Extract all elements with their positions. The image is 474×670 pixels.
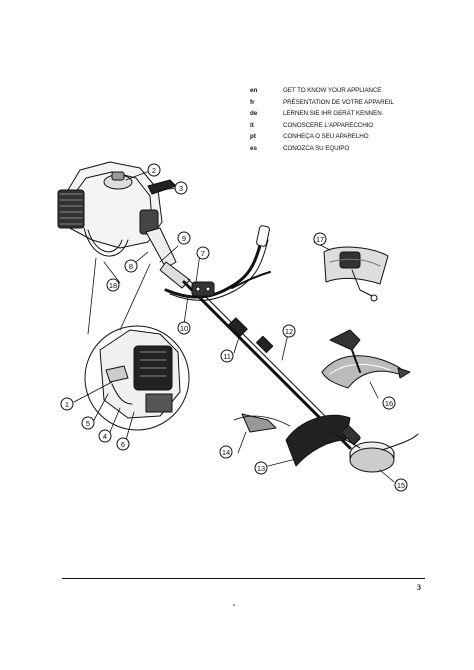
language-code: en bbox=[250, 87, 258, 94]
language-row: fr PRÉSENTATION DE VOTRE APPAREIL bbox=[250, 97, 460, 109]
svg-text:17: 17 bbox=[316, 235, 324, 244]
svg-text:7: 7 bbox=[201, 249, 205, 258]
handlebar bbox=[164, 225, 271, 301]
callout-12: 12 bbox=[282, 324, 296, 338]
language-code: es bbox=[250, 144, 258, 152]
svg-text:16: 16 bbox=[385, 399, 393, 408]
language-code: pt bbox=[250, 133, 256, 140]
svg-text:2: 2 bbox=[152, 166, 156, 175]
language-heading: CONHEÇA O SEU APARELHO bbox=[283, 133, 369, 140]
svg-text:6: 6 bbox=[121, 440, 125, 449]
language-row: en GET TO KNOW YOUR APPLIANCE bbox=[250, 85, 460, 97]
callout-15: 15 bbox=[394, 478, 408, 492]
language-code: de bbox=[250, 110, 258, 117]
callout-markers: 1 2 3 4 5 6 7 8 9 10 11 12 13 14 15 16 1… bbox=[60, 163, 408, 492]
harness-detail-illustration bbox=[323, 246, 389, 302]
callout-18: 18 bbox=[106, 278, 120, 292]
callout-14: 14 bbox=[219, 445, 233, 459]
trimmer-head-illustration bbox=[285, 414, 419, 473]
callout-leaders bbox=[73, 169, 395, 483]
engine-illustration bbox=[57, 161, 191, 289]
scan-dot bbox=[233, 604, 235, 606]
language-code: fr bbox=[250, 98, 255, 106]
callout-16: 16 bbox=[382, 396, 396, 410]
callout-3: 3 bbox=[174, 181, 188, 195]
page-number: 3 bbox=[417, 583, 421, 592]
svg-text:12: 12 bbox=[285, 327, 293, 336]
svg-text:5: 5 bbox=[86, 419, 90, 428]
callout-13: 13 bbox=[254, 461, 268, 475]
engine-detail-inset bbox=[84, 257, 190, 431]
language-heading: PRÉSENTATION DE VOTRE APPAREIL bbox=[283, 98, 394, 106]
svg-text:3: 3 bbox=[179, 184, 183, 193]
blade-detail-illustration bbox=[321, 329, 411, 389]
svg-text:11: 11 bbox=[223, 352, 231, 361]
callout-1: 1 bbox=[60, 397, 74, 411]
language-code: it bbox=[250, 121, 254, 129]
svg-text:4: 4 bbox=[103, 432, 107, 441]
callout-17: 17 bbox=[313, 232, 327, 246]
callout-4: 4 bbox=[98, 429, 112, 443]
callout-10: 10 bbox=[177, 321, 191, 335]
language-row: it CONOSCERE L'APPARECCHIO bbox=[250, 120, 460, 132]
callout-6: 6 bbox=[116, 437, 130, 451]
svg-text:13: 13 bbox=[257, 464, 265, 473]
callout-11: 11 bbox=[220, 349, 234, 363]
svg-text:8: 8 bbox=[129, 262, 133, 271]
svg-text:10: 10 bbox=[180, 324, 188, 333]
svg-text:1: 1 bbox=[65, 400, 69, 409]
svg-text:15: 15 bbox=[397, 481, 405, 490]
language-heading-list: en GET TO KNOW YOUR APPLIANCE fr PRÉSENT… bbox=[250, 85, 460, 154]
language-heading: LERNEN SIE IHR GERÄT KENNEN bbox=[283, 110, 382, 117]
callout-8: 8 bbox=[124, 259, 138, 273]
svg-text:9: 9 bbox=[182, 234, 186, 243]
language-heading: CONOZCA SU EQUIPO bbox=[283, 144, 350, 152]
footer-rule bbox=[62, 578, 425, 579]
callout-5: 5 bbox=[81, 416, 95, 430]
callout-9: 9 bbox=[177, 231, 191, 245]
language-heading: CONOSCERE L'APPARECCHIO bbox=[283, 121, 374, 129]
brushcutter-diagram: 1 2 3 4 5 6 7 8 9 10 11 12 13 14 15 16 1… bbox=[57, 161, 419, 492]
svg-text:18: 18 bbox=[109, 281, 117, 290]
blade-tip-illustration bbox=[233, 413, 291, 433]
language-row: pt CONHEÇA O SEU APARELHO bbox=[250, 131, 460, 143]
language-heading: GET TO KNOW YOUR APPLIANCE bbox=[283, 87, 382, 94]
callout-2: 2 bbox=[147, 163, 161, 177]
language-row: de LERNEN SIE IHR GERÄT KENNEN bbox=[250, 108, 460, 120]
language-row: es CONOZCA SU EQUIPO bbox=[250, 143, 460, 155]
svg-text:14: 14 bbox=[222, 448, 230, 457]
callout-7: 7 bbox=[196, 246, 210, 260]
